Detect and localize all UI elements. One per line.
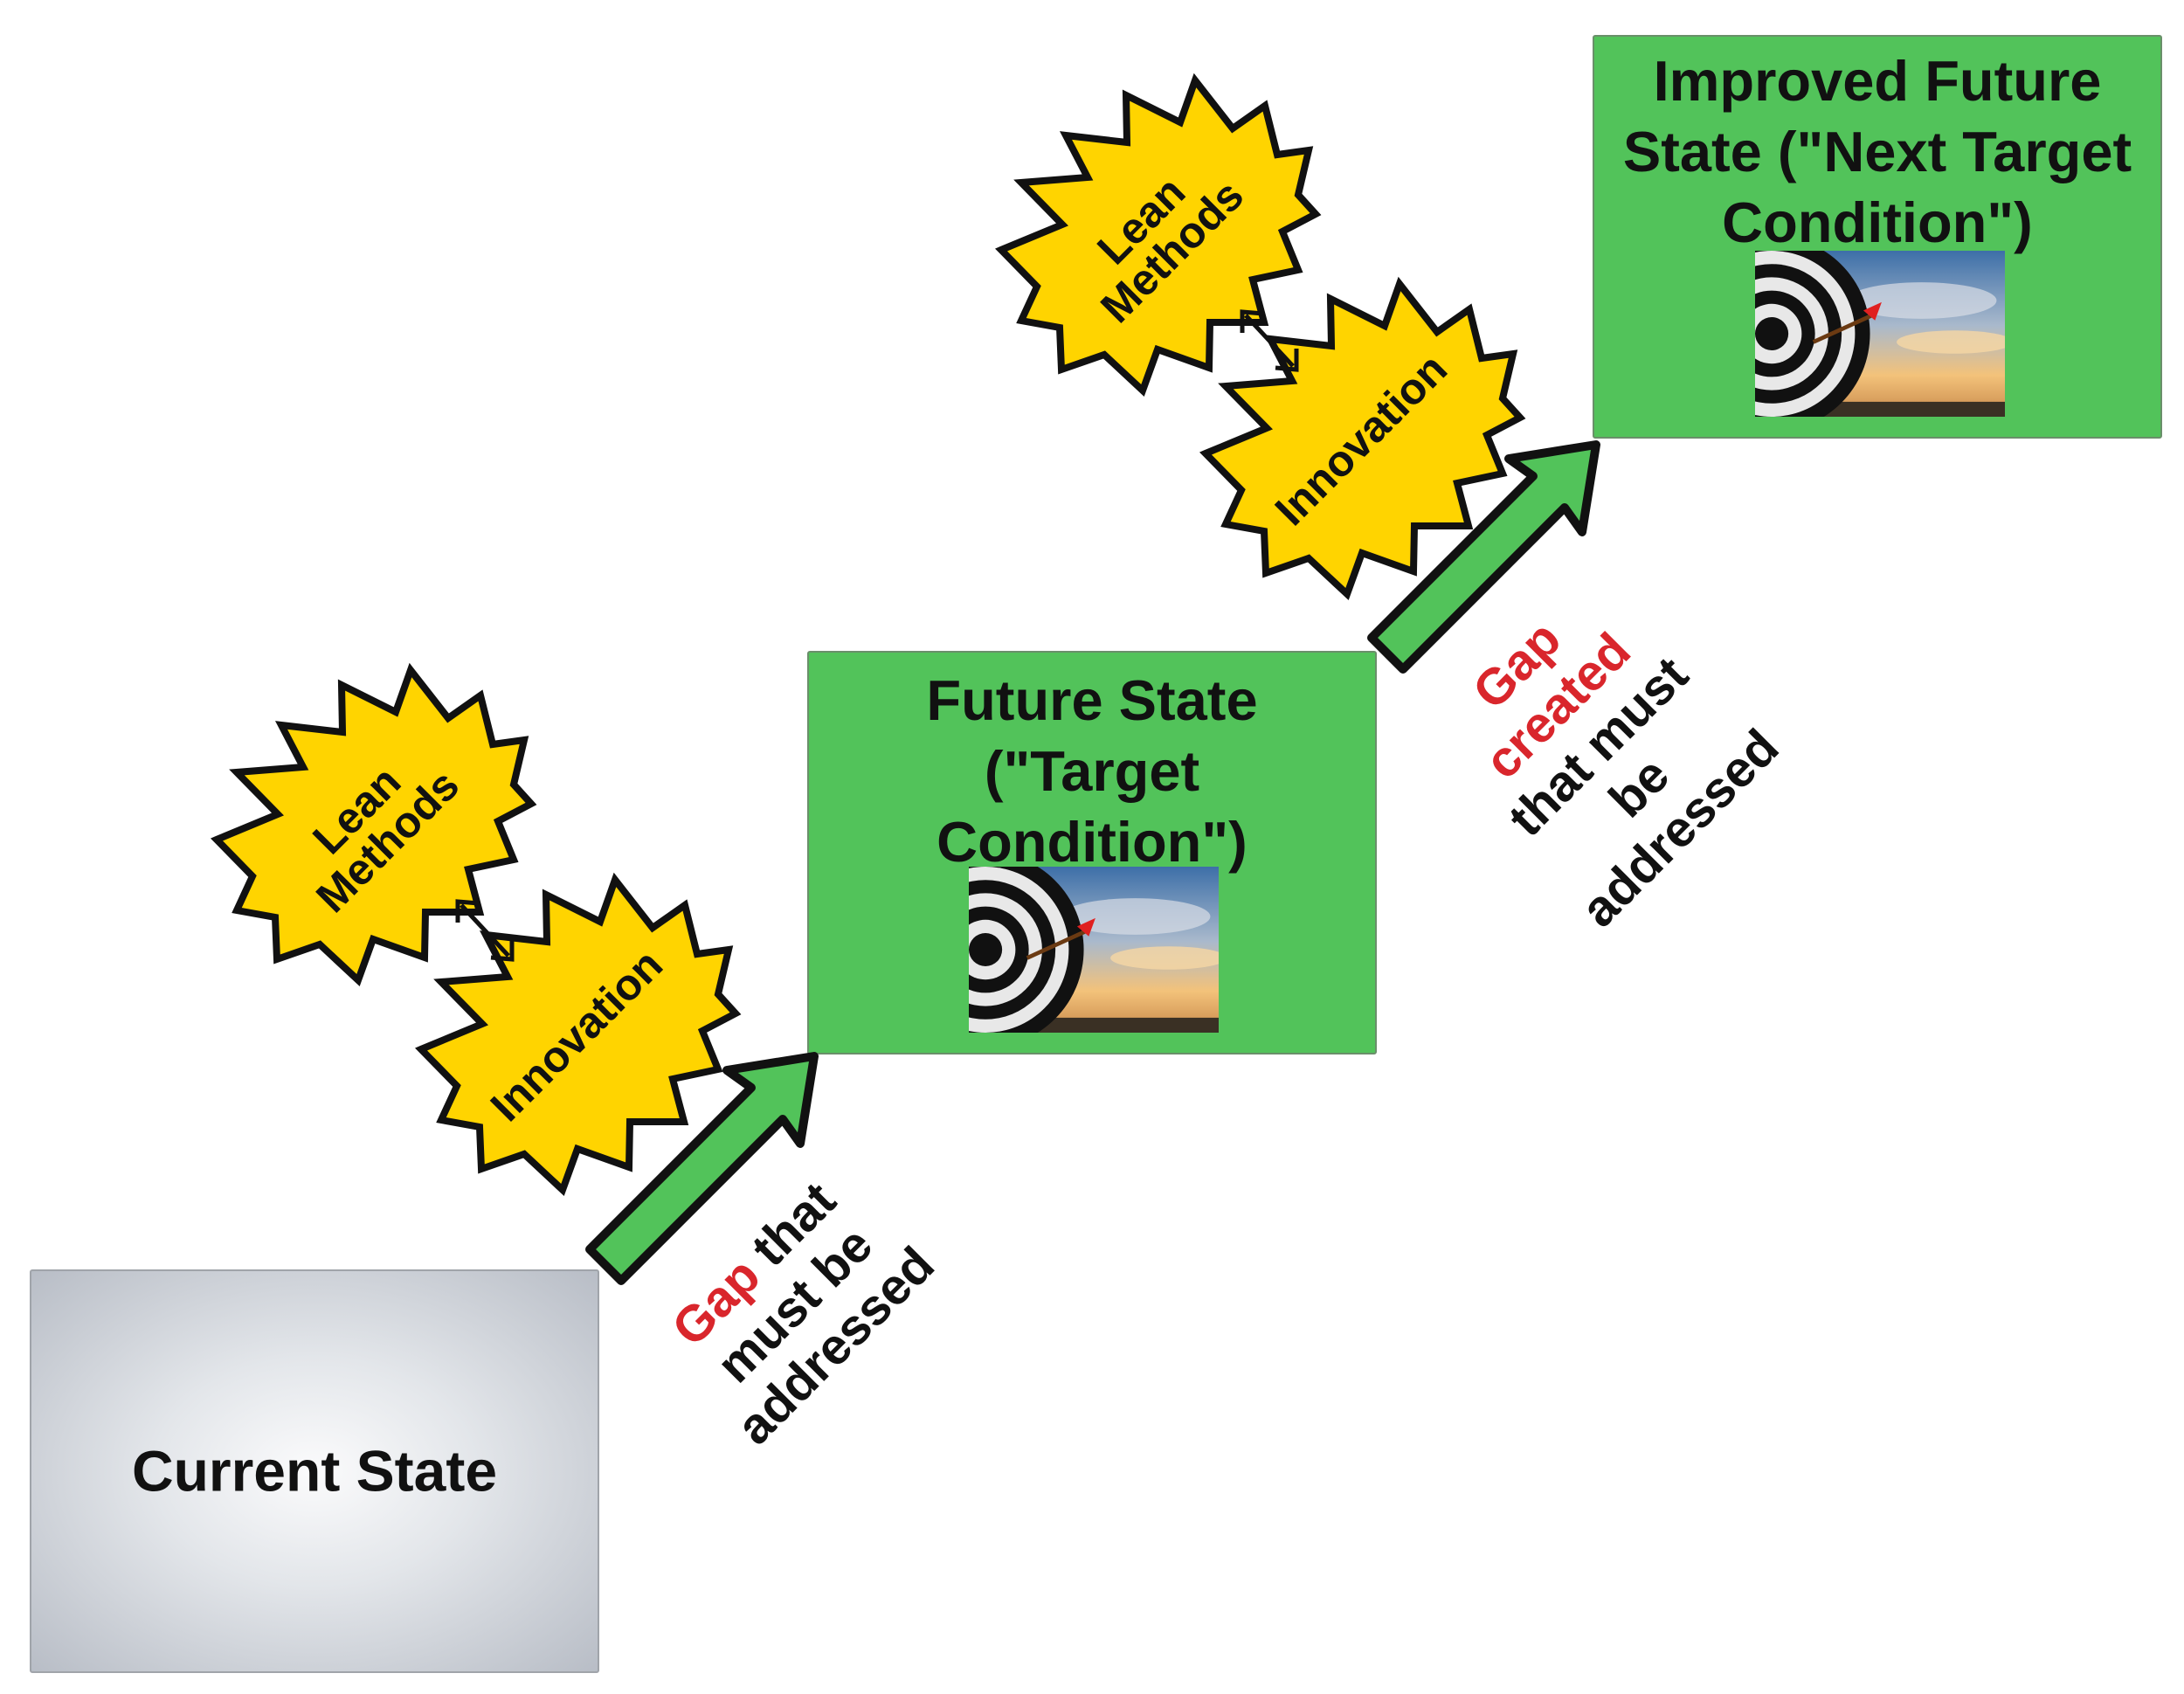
dartboard-target-image <box>969 867 1219 1033</box>
current-state-box: Current State <box>30 1269 599 1673</box>
improved-future-state-title: Improved Future State ("Next Target Cond… <box>1622 49 2132 254</box>
future-state-title: Future State ("Target Condition") <box>926 668 1258 874</box>
lean-methods-burst: Lean Methods <box>991 73 1323 398</box>
improved-future-state-box: Improved Future State ("Next Target Cond… <box>1593 35 2162 439</box>
lean-methods-burst: Lean Methods <box>206 662 538 987</box>
dartboard-target-image <box>1755 251 2005 417</box>
upward-arrow <box>1358 432 1612 677</box>
current-state-title: Current State <box>131 1438 498 1504</box>
starburst-shape <box>1199 276 1526 601</box>
starburst-shape <box>211 662 537 987</box>
future-state-box: Future State ("Target Condition") <box>807 651 1377 1054</box>
innovation-burst: Innovation <box>1195 276 1527 601</box>
starburst-shape <box>995 73 1322 398</box>
double-headed-arrow <box>446 891 524 970</box>
upward-arrow <box>577 1044 830 1289</box>
double-headed-arrow <box>1230 301 1309 380</box>
